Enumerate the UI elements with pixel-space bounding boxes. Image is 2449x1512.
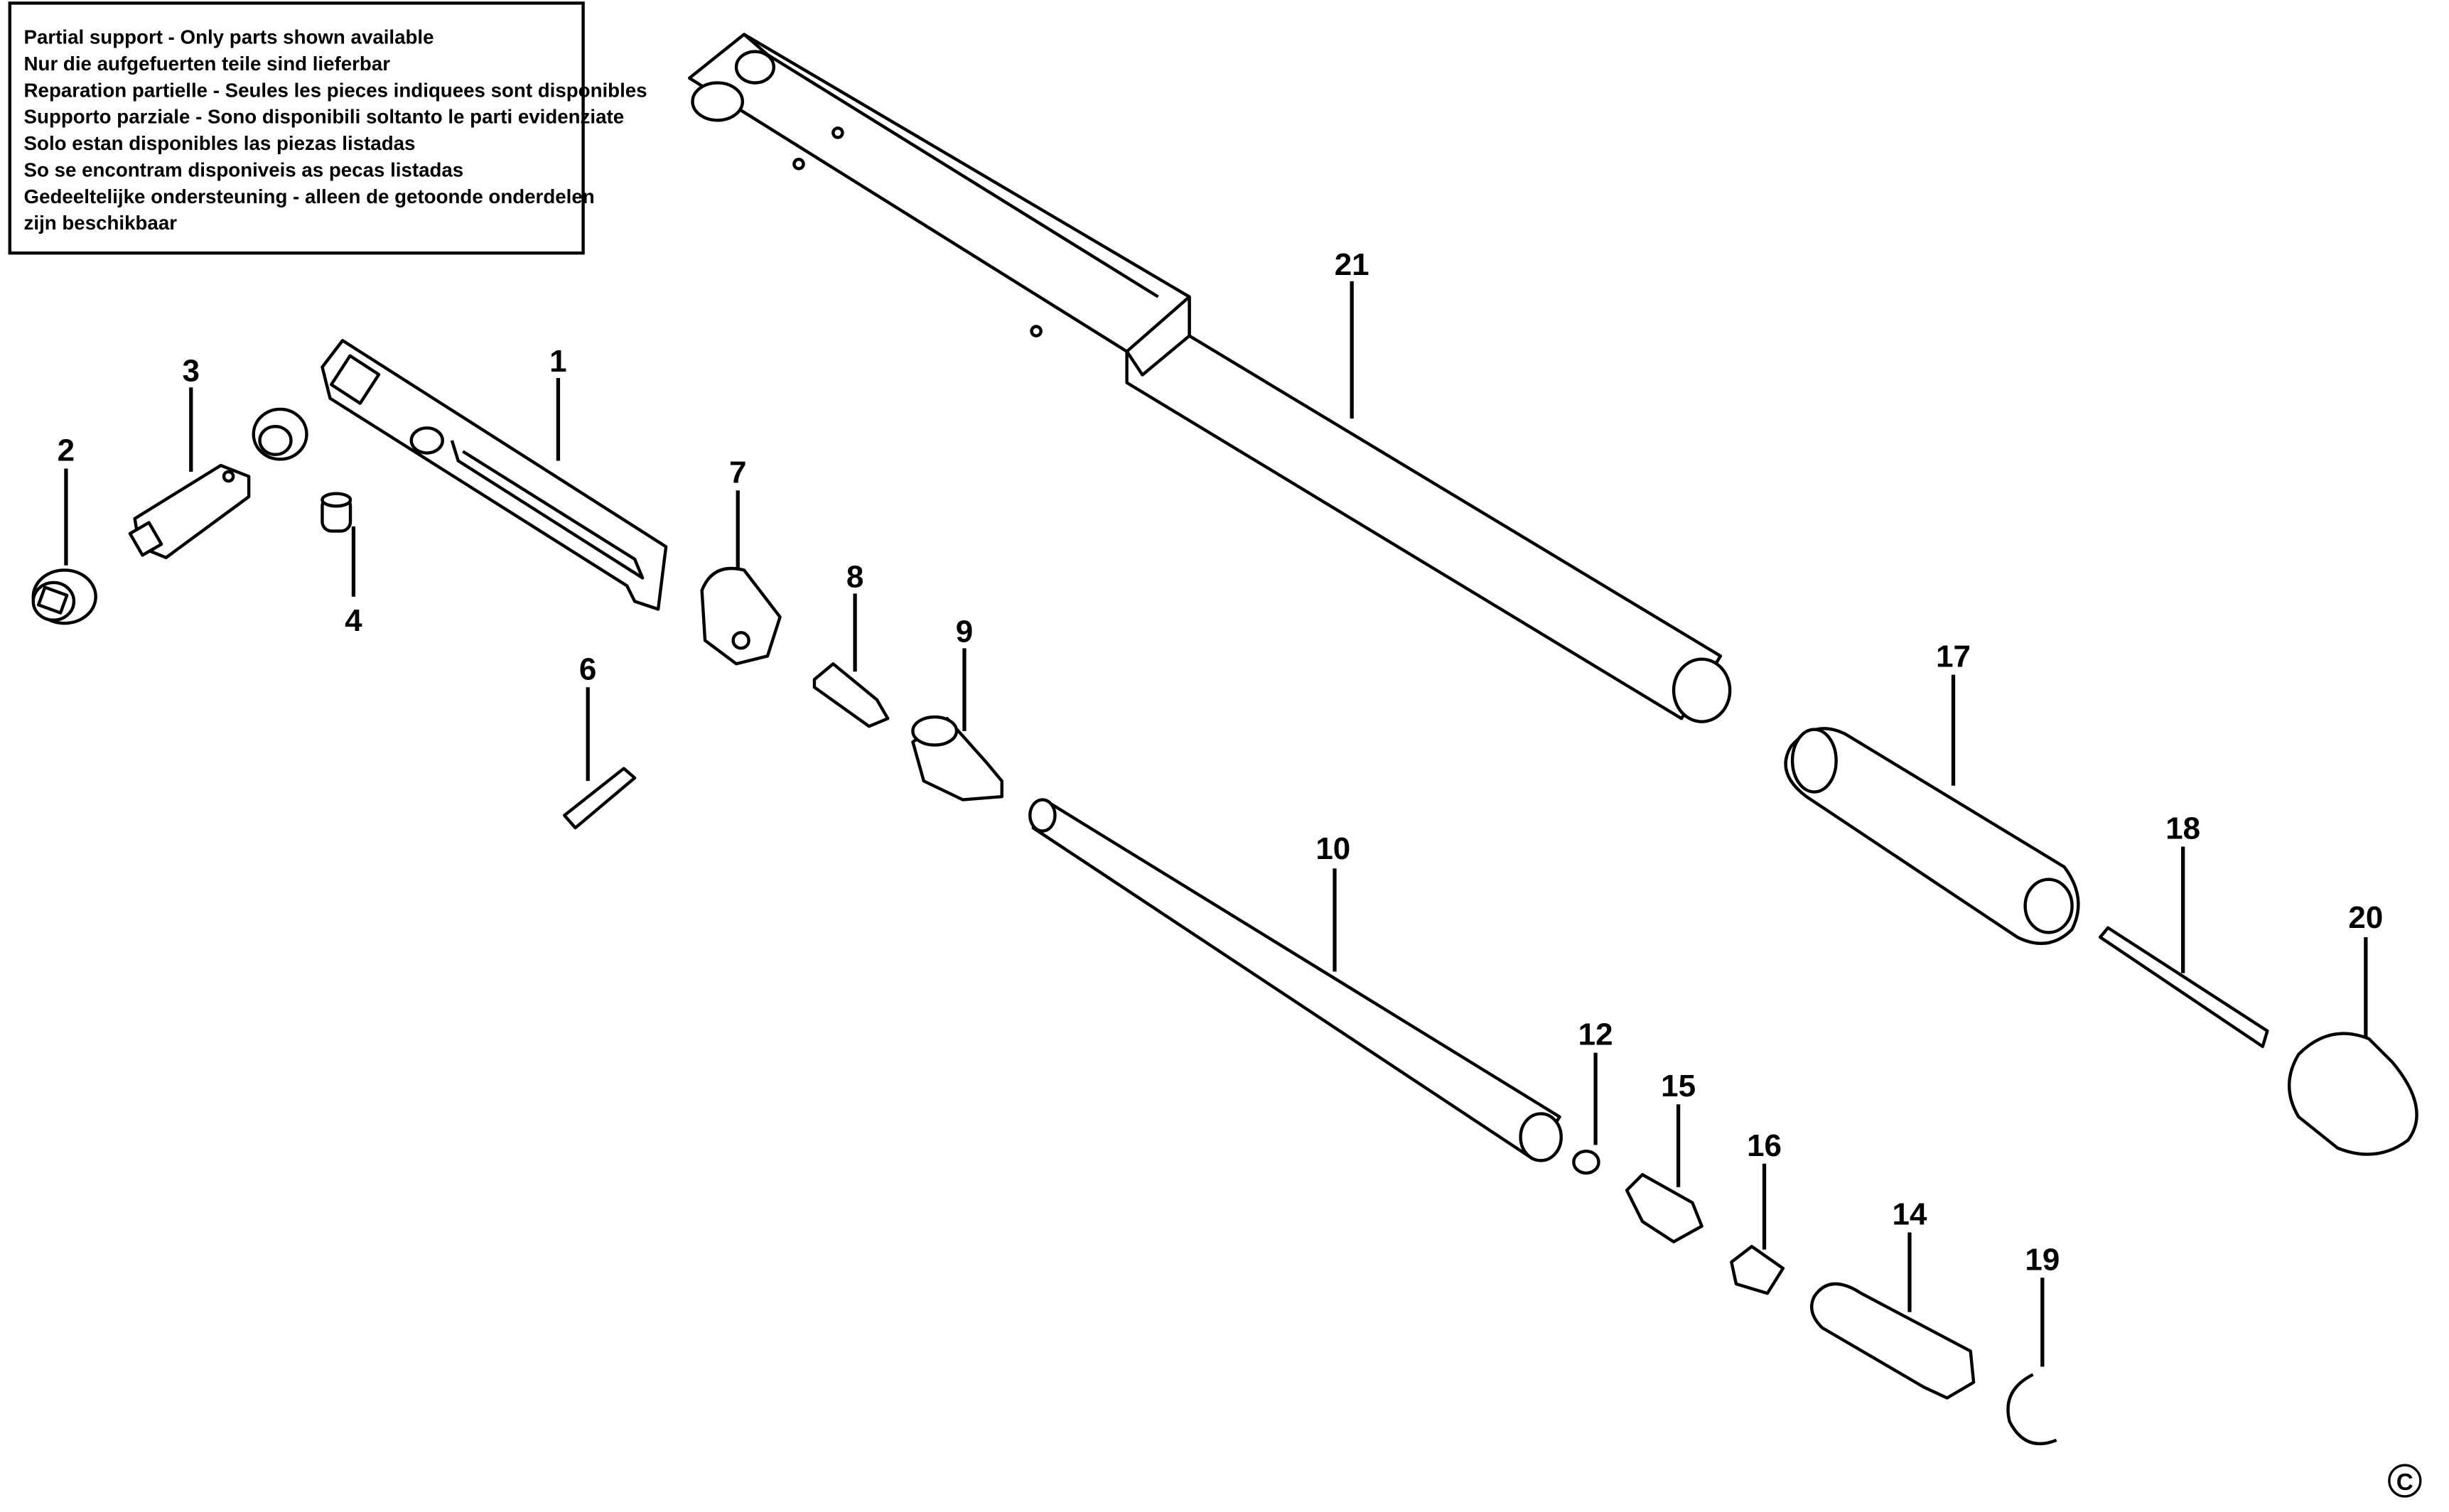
part-label-8: 8 xyxy=(846,560,863,595)
part-label-9: 9 xyxy=(956,615,973,649)
part-label-7: 7 xyxy=(729,455,746,490)
notice-line: Solo estan disponibles las piezas listad… xyxy=(24,132,416,154)
copyright-mark: C xyxy=(2388,1464,2422,1498)
part-label-14: 14 xyxy=(1893,1197,1927,1232)
part-label-15: 15 xyxy=(1661,1069,1696,1103)
part-21-handle-tube xyxy=(687,33,1732,723)
part-20-end-cap xyxy=(2287,1032,2418,1156)
notice-line: Reparation partielle - Seules les pieces… xyxy=(24,79,647,101)
notice-line: Gedeeltelijke ondersteuning - alleen de … xyxy=(24,185,595,207)
part-3-square-drive xyxy=(128,463,251,560)
copyright-letter: C xyxy=(2396,1469,2413,1495)
availability-notice: Partial support - Only parts shown avail… xyxy=(8,1,647,255)
part-12-washer xyxy=(1572,1149,1600,1175)
part-ring xyxy=(252,407,308,461)
part-label-1: 1 xyxy=(549,344,566,379)
part-16-sleeve xyxy=(1730,1245,1785,1295)
part-label-6: 6 xyxy=(579,652,596,686)
part-10-inner-tube xyxy=(1028,798,1563,1162)
part-8-spring-block xyxy=(812,662,890,728)
part-2-bushing xyxy=(31,568,97,625)
part-label-19: 19 xyxy=(2025,1242,2060,1277)
part-label-10: 10 xyxy=(1315,831,1350,866)
part-label-4: 4 xyxy=(345,603,362,638)
part-label-12: 12 xyxy=(1578,1017,1613,1052)
part-9-plunger xyxy=(911,715,1003,801)
notice-line: So se encontram disponiveis as pecas lis… xyxy=(24,158,464,180)
part-6-pin xyxy=(562,767,637,830)
part-4-sleeve xyxy=(321,492,352,533)
part-17-grip xyxy=(1784,727,2080,945)
part-19-circlip xyxy=(2006,1373,2057,1446)
part-1-ratchet-arm xyxy=(321,339,668,611)
part-label-3: 3 xyxy=(183,353,200,388)
part-label-21: 21 xyxy=(1335,247,1369,282)
notice-line: Supporto parziale - Sono disponibili sol… xyxy=(24,106,625,128)
part-label-17: 17 xyxy=(1936,639,1971,674)
notice-line: Partial support - Only parts shown avail… xyxy=(24,26,434,48)
part-label-2: 2 xyxy=(58,433,75,468)
part-label-18: 18 xyxy=(2165,811,2200,846)
part-label-16: 16 xyxy=(1747,1128,1782,1163)
notice-line: zijn beschikbaar xyxy=(24,212,178,234)
part-label-20: 20 xyxy=(2348,900,2383,935)
part-18-rod xyxy=(2098,926,2269,1049)
part-15-adjuster xyxy=(1625,1172,1703,1243)
notice-line: Nur die aufgefuerten teile sind lieferba… xyxy=(24,53,391,75)
part-14-adjuster-shaft xyxy=(1810,1282,1976,1400)
part-7-pawl xyxy=(700,566,782,666)
